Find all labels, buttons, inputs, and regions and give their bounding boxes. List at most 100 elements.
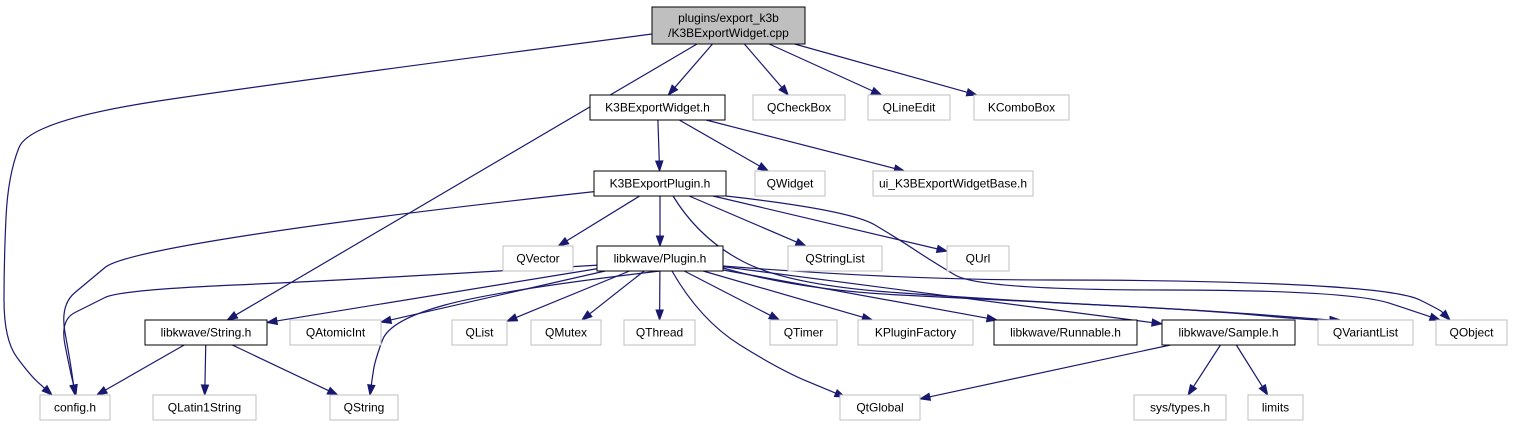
node-label: QLineEdit	[883, 101, 936, 115]
node-string_h[interactable]: libkwave/String.h	[144, 319, 268, 346]
node-label: QLatin1String	[168, 401, 241, 415]
edge-line	[722, 269, 988, 319]
node-qatomicint[interactable]: QAtomicInt	[289, 319, 382, 346]
edge-line	[722, 267, 1331, 321]
node-k3bwidget_h[interactable]: K3BExportWidget.h	[589, 94, 726, 121]
edge-line	[276, 268, 598, 322]
node-qlineedit[interactable]: QLineEdit	[867, 94, 951, 121]
node-box	[623, 319, 696, 346]
node-qobject[interactable]: QObject	[1435, 319, 1508, 346]
node-label: QVector	[516, 252, 559, 266]
node-k3bplugin_h[interactable]: K3BExportPlugin.h	[593, 170, 727, 197]
node-qurl[interactable]: QUrl	[946, 245, 1010, 272]
node-qlatin1string[interactable]: QLatin1String	[152, 394, 257, 421]
edge-k3bplugin_h-to-qurl	[712, 195, 949, 253]
node-qwidget[interactable]: QWidget	[754, 170, 826, 197]
edge-string_h-to-qlatin1string	[200, 344, 210, 397]
arrowhead	[935, 244, 949, 253]
node-label: libkwave/Plugin.h	[614, 252, 707, 266]
node-qthread[interactable]: QThread	[623, 319, 696, 346]
arrowhead	[1428, 312, 1442, 321]
edge-line	[1235, 344, 1263, 387]
edge-line	[722, 266, 1153, 324]
node-sample_h[interactable]: libkwave/Sample.h	[1161, 319, 1296, 346]
edge-line	[63, 264, 601, 386]
arrowhead	[667, 84, 679, 97]
node-box	[839, 394, 921, 421]
node-box	[993, 319, 1138, 346]
node-ui_base[interactable]: ui_K3BExportWidgetBase.h	[872, 170, 1034, 197]
node-qtimer[interactable]: QTimer	[769, 319, 838, 346]
node-label: QtGlobal	[856, 401, 903, 415]
edge-line	[688, 195, 797, 243]
edge-line	[235, 43, 698, 316]
edge-line	[516, 270, 630, 318]
edge-line	[678, 119, 760, 167]
edge-line	[743, 43, 783, 88]
node-label: QWidget	[767, 177, 814, 191]
node-qmutex[interactable]: QMutex	[530, 319, 602, 346]
edge-line	[63, 190, 601, 386]
node-config_h[interactable]: config.h	[39, 394, 111, 421]
node-label: QCheckBox	[767, 101, 831, 115]
edge-root-to-qcheckbox	[743, 43, 790, 97]
node-label: QString	[344, 401, 385, 415]
node-label: QList	[465, 326, 494, 340]
node-qtglobal[interactable]: QtGlobal	[839, 394, 921, 421]
arrowhead	[367, 384, 376, 397]
edge-plugin_h-to-qobject	[722, 265, 1452, 322]
arrowhead	[326, 386, 340, 396]
node-runnable_h[interactable]: libkwave/Runnable.h	[993, 319, 1138, 346]
node-qstring[interactable]: QString	[329, 394, 399, 421]
node-root[interactable]: plugins/export_k3b/K3BExportWidget.cpp	[651, 6, 806, 45]
node-kcombobox[interactable]: KComboBox	[973, 94, 1070, 121]
edge-plugin_h-to-sample_h	[722, 266, 1164, 327]
node-qlist[interactable]: QList	[451, 319, 508, 346]
node-label: plugins/export_k3b	[678, 11, 779, 25]
node-box	[144, 319, 268, 346]
node-qvariantlist[interactable]: QVariantList	[1317, 319, 1414, 346]
edge-line	[105, 344, 185, 391]
node-qvector[interactable]: QVector	[502, 245, 574, 272]
node-box	[857, 319, 974, 346]
node-box	[596, 245, 724, 272]
node-box	[1133, 394, 1227, 421]
edge-string_h-to-config_h	[95, 344, 185, 396]
edge-line	[672, 195, 1330, 321]
node-box	[946, 245, 1010, 272]
edge-plugin_h-to-qstring	[367, 270, 661, 397]
node-label: ui_K3BExportWidgetBase.h	[879, 177, 1027, 191]
edge-plugin_h-to-kpluginfactory	[702, 270, 874, 322]
edge-line	[204, 344, 207, 386]
arrowhead	[41, 384, 54, 396]
edge-k3bwidget_h-to-qwidget	[678, 119, 770, 172]
edge-plugin_h-to-qvariantlist	[722, 267, 1342, 325]
node-limits[interactable]: limits	[1247, 394, 1304, 421]
edge-line	[725, 195, 1431, 318]
node-label: K3BExportPlugin.h	[610, 177, 711, 191]
edge-k3bplugin_h-to-config_h	[63, 190, 601, 397]
node-label: QTimer	[784, 326, 824, 340]
arrowhead	[505, 313, 519, 322]
node-systypes[interactable]: sys/types.h	[1133, 394, 1227, 421]
node-kpluginfactory[interactable]: KPluginFactory	[857, 319, 974, 346]
edge-k3bplugin_h-to-qobject	[725, 195, 1442, 321]
node-plugin_h[interactable]: libkwave/Plugin.h	[596, 245, 724, 272]
node-qstringlist[interactable]: QStringList	[787, 245, 883, 272]
node-label: QStringList	[805, 252, 865, 266]
node-label: /K3BExportWidget.cpp	[668, 26, 789, 40]
edge-line	[370, 270, 661, 386]
edge-root-to-string_h	[226, 43, 698, 321]
edge-line	[390, 270, 606, 321]
arrowhead	[767, 311, 781, 321]
node-label: QUrl	[966, 252, 991, 266]
edge-root-to-qlineedit	[768, 43, 883, 96]
node-box	[651, 6, 806, 45]
node-box	[872, 170, 1034, 197]
node-label: QVariantList	[1333, 326, 1399, 340]
node-qcheckbox[interactable]: QCheckBox	[752, 94, 846, 121]
node-label: KPluginFactory	[875, 326, 956, 340]
arrowhead	[580, 310, 593, 321]
node-label: libkwave/String.h	[161, 326, 252, 340]
arrowhead	[778, 84, 790, 97]
